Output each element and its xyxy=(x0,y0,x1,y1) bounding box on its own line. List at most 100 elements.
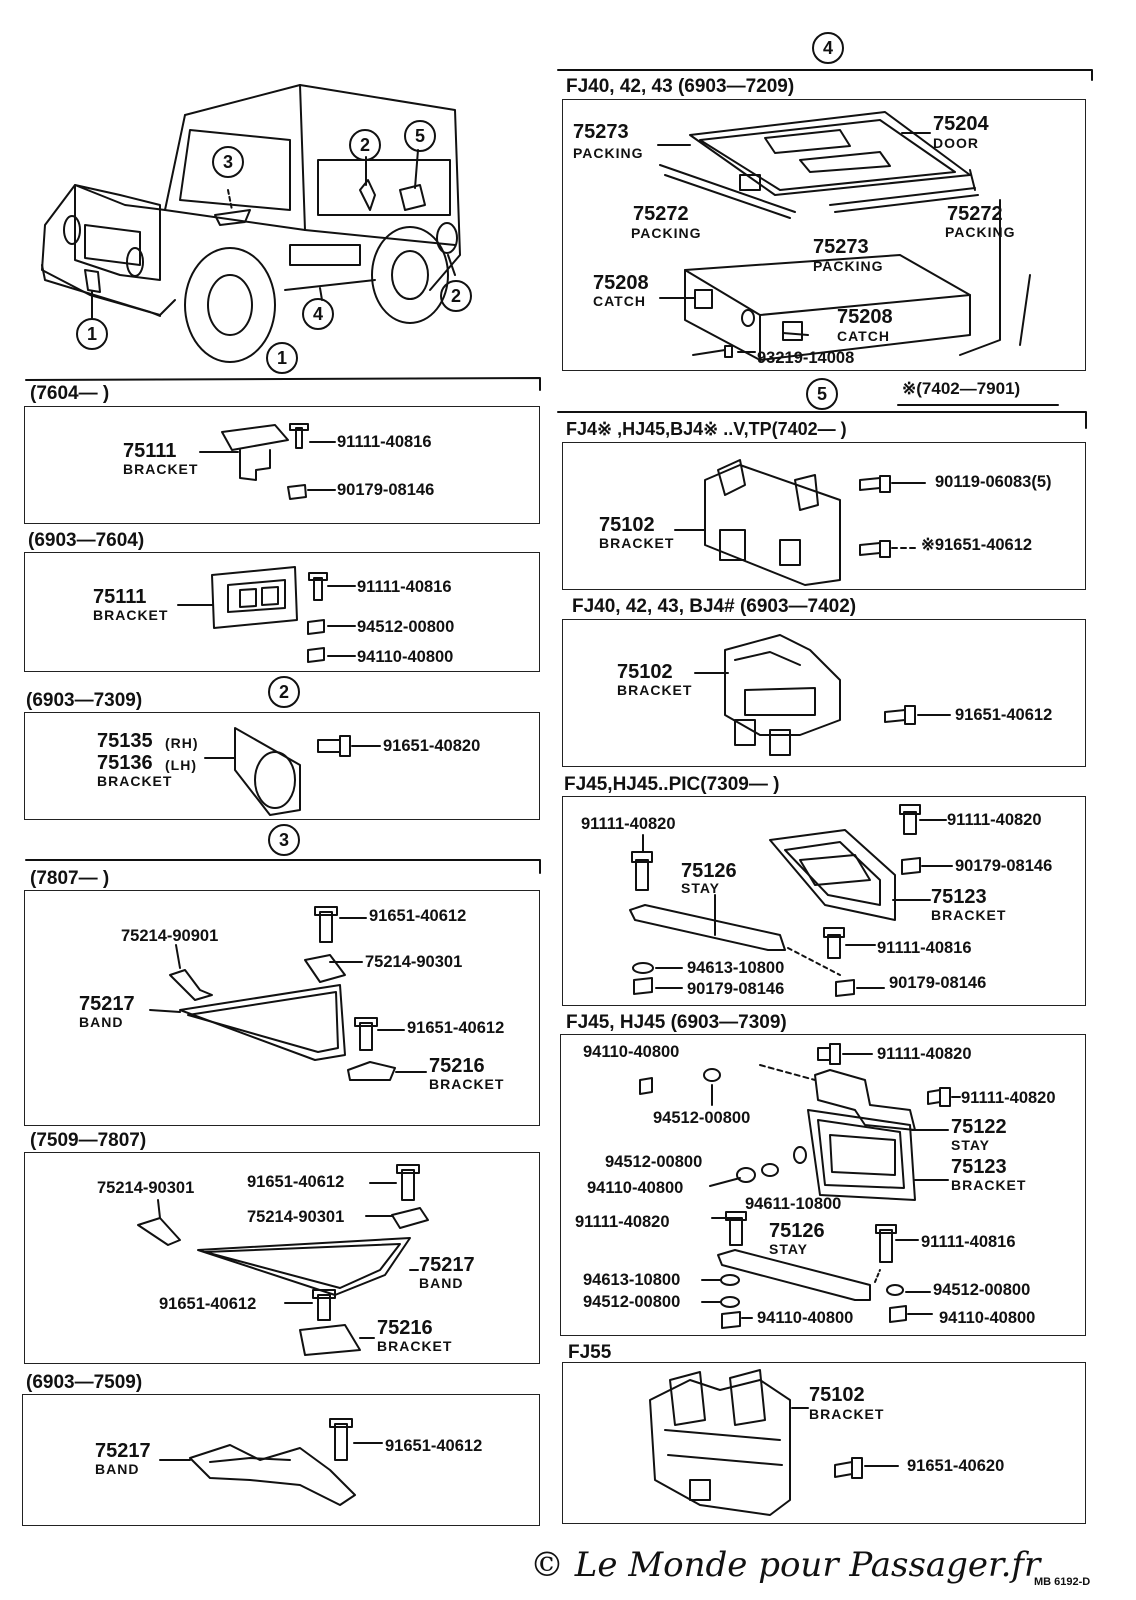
part-number: 75111 xyxy=(93,586,147,608)
bolt-number: 91111-40816 xyxy=(877,939,972,957)
watermark: © Le Monde pour Passager.fr xyxy=(530,1545,1041,1585)
section-5-note: ※(7402—7901) xyxy=(902,379,1021,398)
part-name: BRACKET xyxy=(809,1406,885,1422)
section-5e-box: 75102 BRACKET 91651-40620 xyxy=(562,1362,1086,1524)
nut-number: 90179-08146 xyxy=(889,974,987,992)
bolt-number: 91111-40820 xyxy=(877,1045,972,1063)
stay-name: STAY xyxy=(681,880,721,896)
section-5a-box: 75102 BRACKET 90119-06083(5) ※91651-4061… xyxy=(562,442,1086,590)
section-4-box: 75273 PACKING 75204 DOOR 75272 PACKING 7… xyxy=(562,99,1086,371)
part-number: 75272 xyxy=(633,203,689,225)
clamp-number: 75214-90901 xyxy=(121,927,219,945)
callout-2: 2 xyxy=(268,676,300,708)
washer-number: 94512-00800 xyxy=(605,1153,703,1171)
nut-number: 94110-40800 xyxy=(939,1309,1036,1327)
section-5d-header: FJ45, HJ45 (6903—7309) xyxy=(566,1012,787,1033)
washer-number: 94512-00800 xyxy=(933,1281,1031,1299)
tool-box-assembly xyxy=(657,111,1031,361)
bracket-name: BRACKET xyxy=(931,907,1007,923)
part-name: PACKING xyxy=(945,224,1016,240)
part-number-lh: 75136 xyxy=(97,752,153,774)
bracket-75135 xyxy=(204,727,381,816)
clamp-number: 75214-90301 xyxy=(365,953,463,971)
part-name: CATCH xyxy=(837,328,890,344)
bolt-number: ※91651-40612 xyxy=(921,536,1033,554)
bolt-number: 91651-40620 xyxy=(907,1457,1005,1475)
bracket-number: 75216 xyxy=(377,1317,433,1339)
stay-number: 75126 xyxy=(769,1220,825,1242)
stay-bracket-assembly-d xyxy=(639,1043,961,1329)
stay-name: STAY xyxy=(951,1137,991,1153)
part-name: BRACKET xyxy=(93,607,169,623)
section-2-range: (6903—7309) xyxy=(26,690,143,711)
section-5b-box: 75102 BRACKET 91651-40612 xyxy=(562,619,1086,767)
bracket-75102-a xyxy=(674,459,926,586)
part-number: 75273 xyxy=(573,121,629,143)
part-name: PACKING xyxy=(631,225,702,241)
bolt-number: 90119-06083(5) xyxy=(935,473,1052,491)
stay-number: 75122 xyxy=(951,1116,1007,1138)
bolt-number: 91111-40820 xyxy=(581,815,676,833)
bolt-number: 91651-40612 xyxy=(407,1019,505,1037)
stay-name: STAY xyxy=(769,1241,809,1257)
diagram-code: MB 6192-D xyxy=(1034,1576,1091,1588)
bolt-number: 91111-40820 xyxy=(575,1213,670,1231)
band-assembly-c xyxy=(159,1418,383,1506)
band-number: 75217 xyxy=(95,1440,151,1462)
nut-number: 90179-08146 xyxy=(687,980,785,998)
part-number: 75273 xyxy=(813,236,869,258)
washer-number: 94613-10800 xyxy=(687,959,785,977)
washer-number: 94512-00800 xyxy=(583,1293,681,1311)
part-name: BRACKET xyxy=(599,535,675,551)
nut-number: 90179-08146 xyxy=(337,481,435,499)
bolt-number: 91111-40816 xyxy=(357,578,452,596)
part-number: 75208 xyxy=(837,306,893,328)
bolt-number: 91111-40820 xyxy=(961,1089,1056,1107)
screw-number: 93219-14008 xyxy=(757,349,855,367)
part-number: 75102 xyxy=(809,1384,865,1406)
part-number: 75111 xyxy=(123,440,177,462)
callout-1: 1 xyxy=(266,342,298,374)
bracket-75102-e xyxy=(649,1369,899,1516)
section-5c-box: 91111-40820 75126 STAY 91111-40820 90179… xyxy=(562,796,1086,1006)
bracket-number: 75216 xyxy=(429,1055,485,1077)
section-5c-header: FJ45,HJ45..PIC(7309— ) xyxy=(564,774,780,795)
section-3b-box: 75214-90301 91651-40612 75214-90301 7521… xyxy=(24,1152,540,1364)
washer-number: 94611-10800 xyxy=(745,1195,842,1213)
part-name: BRACKET xyxy=(123,461,199,477)
bolt-number: 91111-40816 xyxy=(337,433,432,451)
bracket-number: 75123 xyxy=(951,1156,1007,1178)
nut-number: 94110-40800 xyxy=(583,1043,680,1061)
bolt-number: 91651-40612 xyxy=(955,706,1053,724)
clamp-number: 75214-90301 xyxy=(247,1208,345,1226)
stay-bracket-assembly-c xyxy=(629,804,953,997)
bracket-name: BRACKET xyxy=(429,1076,505,1092)
section-3c-range: (6903—7509) xyxy=(26,1372,143,1393)
part-name: BRACKET xyxy=(617,682,693,698)
bolt-number: 91651-40612 xyxy=(159,1295,257,1313)
section-3a-box: 75214-90901 91651-40612 75214-90301 7521… xyxy=(24,890,540,1126)
callout-4: 4 xyxy=(302,298,334,330)
bolt-number: 91651-40820 xyxy=(383,737,481,755)
stay-number: 75126 xyxy=(681,860,737,882)
callout-2: 2 xyxy=(349,129,381,161)
band-name: BAND xyxy=(419,1275,464,1291)
band-assembly-b xyxy=(137,1164,429,1356)
band-number: 75217 xyxy=(419,1254,475,1276)
rh-label: (RH) xyxy=(165,735,199,751)
section-2-box: 75135 (RH) 75136 (LH) BRACKET 91651-4082… xyxy=(24,712,540,820)
callout-5: 5 xyxy=(404,120,436,152)
part-name: CATCH xyxy=(593,293,646,309)
nut-number: 94110-40800 xyxy=(357,648,454,666)
bolt-number: 91111-40820 xyxy=(947,811,1042,829)
part-name: PACKING xyxy=(813,258,884,274)
bolt-number: 91651-40612 xyxy=(247,1173,345,1191)
bracket-75111-b xyxy=(177,566,356,663)
bracket-name: BRACKET xyxy=(951,1177,1027,1193)
section-5b-header: FJ40, 42, 43, BJ4# (6903—7402) xyxy=(572,596,857,617)
part-number: 75204 xyxy=(933,113,989,135)
section-5a-header: FJ4※ ,HJ45,BJ4※ ..V,TP(7402— ) xyxy=(566,419,847,439)
nut-number: 94110-40800 xyxy=(587,1179,684,1197)
callout-5: 5 xyxy=(806,378,838,410)
washer-number: 94512-00800 xyxy=(357,618,455,636)
